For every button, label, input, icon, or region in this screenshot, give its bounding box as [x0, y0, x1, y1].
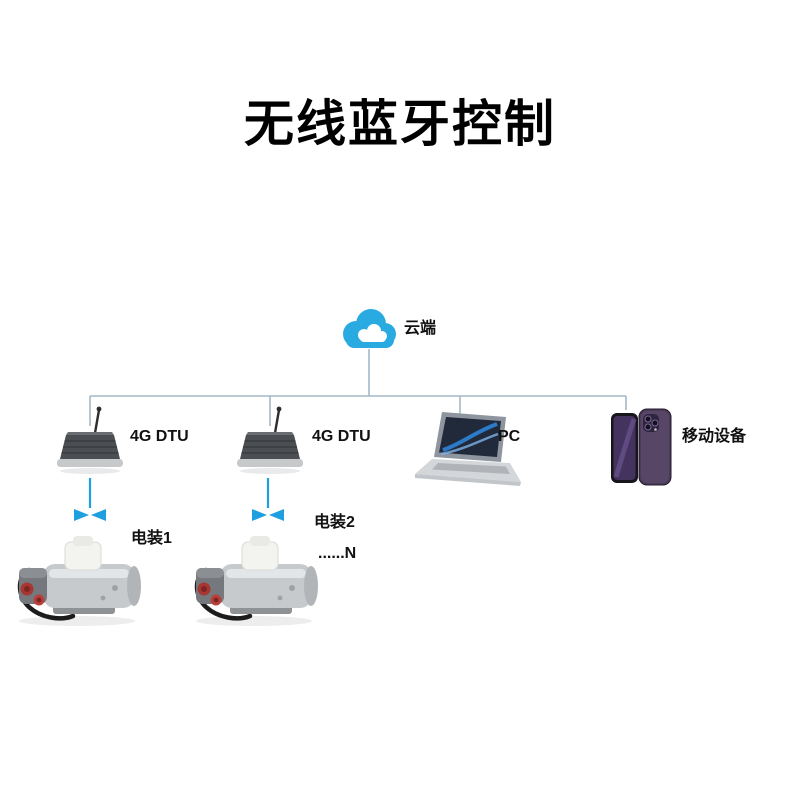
smartphone-icon — [611, 408, 672, 486]
dtu1-node — [54, 405, 126, 479]
router-icon — [237, 406, 303, 474]
page-title: 无线蓝牙控制 — [244, 96, 556, 152]
mobile-node — [610, 407, 674, 487]
actuator2-node — [192, 528, 322, 628]
laptop-icon — [415, 412, 521, 486]
actuator2-more-label: ......N — [318, 545, 357, 562]
router-icon — [57, 406, 123, 474]
actuator2-label: 电装2 — [314, 514, 355, 531]
valve-actuator-icon — [17, 536, 141, 626]
wireless-link-2 — [250, 508, 286, 522]
pc-node — [413, 410, 523, 492]
cloud-node — [336, 304, 402, 352]
cloud-label: 云端 — [404, 320, 437, 337]
mobile-label: 移动设备 — [682, 428, 747, 445]
dtu1-label: 4G DTU — [130, 428, 189, 445]
valve-actuator-icon — [194, 536, 318, 626]
pc-label: PC — [498, 428, 521, 445]
wireless-link-icon — [252, 509, 284, 521]
actuator1-node — [15, 528, 145, 628]
dtu2-node — [234, 405, 306, 479]
cloud-icon — [343, 309, 396, 348]
dtu2-label: 4G DTU — [312, 428, 371, 445]
wireless-link-icon — [74, 509, 106, 521]
wireless-link-1 — [72, 508, 108, 522]
actuator1-label: 电装1 — [131, 530, 172, 547]
